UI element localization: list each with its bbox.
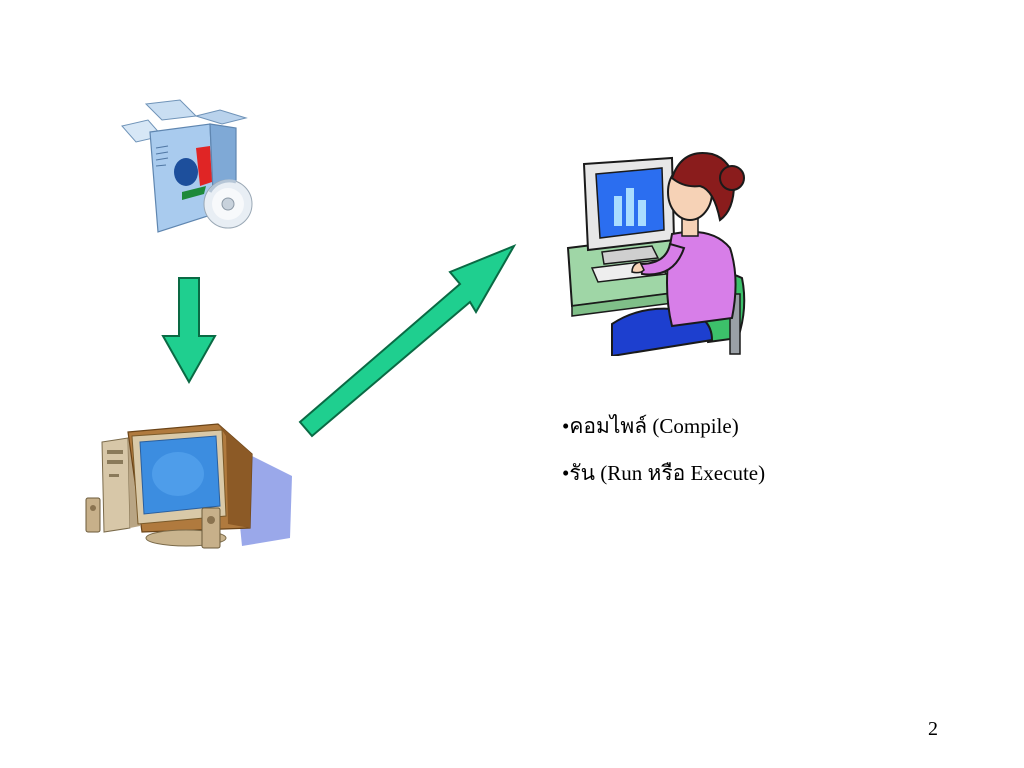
down-arrow-icon — [161, 277, 217, 385]
page-number: 2 — [928, 718, 938, 740]
desktop-computer-icon — [85, 423, 292, 549]
woman-at-computer-icon — [566, 152, 746, 356]
bullet-list: •คอมไพล์ (Compile) •รัน (Run หรือ Execut… — [562, 414, 765, 508]
software-box-icon — [121, 99, 253, 233]
bullet-text: รัน (Run หรือ Execute) — [569, 461, 766, 485]
bullet-text: คอมไพล์ (Compile) — [569, 414, 739, 438]
bullet-marker: • — [562, 461, 570, 485]
diagonal-arrow-icon — [298, 243, 517, 438]
bullet-marker: • — [562, 414, 570, 438]
bullet-item-run: •รัน (Run หรือ Execute) — [562, 461, 765, 485]
bullet-item-compile: •คอมไพล์ (Compile) — [562, 414, 765, 438]
